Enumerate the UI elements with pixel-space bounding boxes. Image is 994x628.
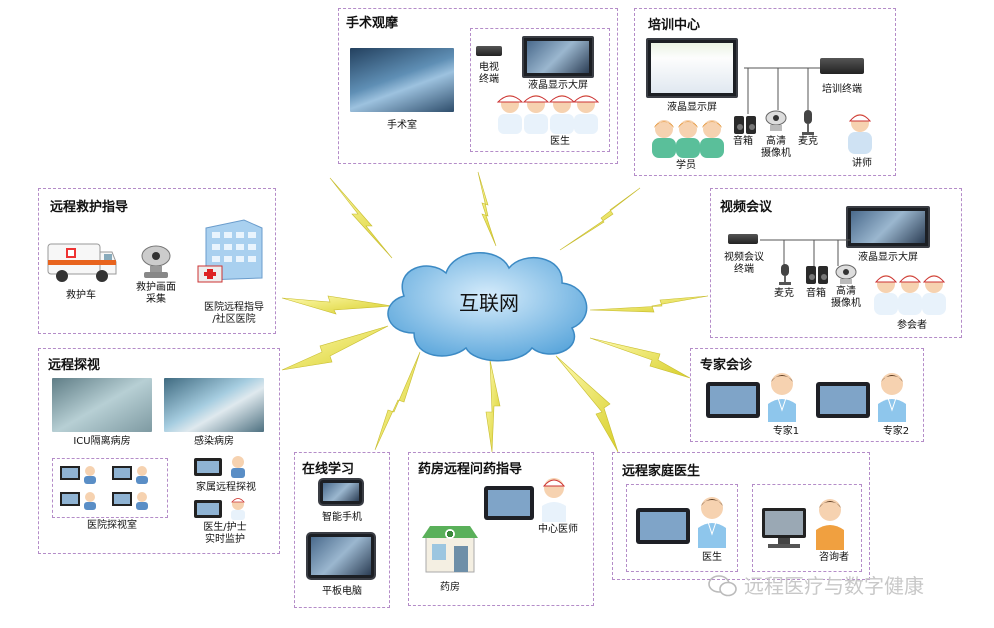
- students-label: 学员: [676, 160, 696, 171]
- video-mic-icon: [779, 264, 791, 285]
- capture-label: 救护画面 采集: [136, 282, 176, 305]
- training-mic-label: 麦克: [798, 136, 818, 147]
- surgery-title: 手术观摩: [346, 16, 399, 31]
- attendees-label: 参会者: [897, 320, 927, 331]
- training-camera-icon: [765, 110, 787, 131]
- tablet-icon: [306, 532, 376, 580]
- infection-ward-photo: [164, 378, 264, 432]
- video-lcd-label: 液晶显示大屏: [858, 252, 918, 263]
- visit-room-box: [52, 458, 168, 518]
- attendees-icon: [874, 275, 946, 315]
- expert1-station-icon: [706, 373, 796, 422]
- visit-room-terminals-icon: [60, 466, 148, 510]
- nurse-monitor-icon: [194, 498, 245, 520]
- ambulance-label: 救护车: [66, 290, 96, 301]
- video-speaker-label: 音箱: [806, 288, 826, 299]
- visit-room-label: 医院探视室: [87, 520, 137, 531]
- family-doctor-station-icon: [636, 497, 726, 548]
- visit-title: 远程探视: [48, 358, 101, 373]
- rescue-title: 远程救护指导: [50, 200, 129, 215]
- central-doctor-station-icon: [484, 478, 566, 522]
- capture-camera-icon: [141, 245, 171, 278]
- lecturer-label: 讲师: [852, 158, 872, 169]
- pharmacy-store-label: 药房: [440, 582, 460, 593]
- wechat-logo-icon: [708, 575, 737, 597]
- family-visit-label: 家属远程探视: [196, 482, 256, 493]
- training-wiring: [744, 67, 840, 114]
- surgery-doctor-label: 医生: [550, 136, 570, 147]
- training-title: 培训中心: [648, 18, 701, 33]
- watermark-text: 远程医疗与数字健康: [744, 574, 924, 598]
- family-consult-box: [752, 484, 862, 572]
- lecturer-icon: [848, 114, 872, 154]
- lcd-big-screen: [522, 36, 594, 78]
- family-doctor-label: 医生: [702, 552, 722, 563]
- video-camera-label: 高清 摄像机: [831, 286, 861, 309]
- smartphone-icon: [318, 478, 364, 506]
- consultant-label: 咨询者: [819, 552, 849, 563]
- pharmacy-store-icon: [422, 526, 478, 573]
- video-speaker-icon-2: [818, 266, 828, 284]
- students-icon: [652, 120, 724, 158]
- video-terminal-device: [728, 234, 758, 244]
- training-speaker-icon: [734, 116, 744, 134]
- hospital-building-icon: [197, 219, 263, 283]
- training-speaker-label: 音箱: [733, 136, 753, 147]
- family-doctor-box: [626, 484, 738, 572]
- infection-ward-label: 感染病房: [194, 436, 234, 447]
- expert-title: 专家会诊: [700, 358, 753, 373]
- ambulance-icon: [47, 243, 117, 282]
- online-title: 在线学习: [302, 462, 355, 477]
- video-mic-label: 麦克: [774, 288, 794, 299]
- central-doctor-label: 中心医师: [538, 524, 578, 535]
- hospital-label: 医院远程指导 /社区医院: [204, 302, 264, 325]
- smartphone-label: 智能手机: [322, 512, 362, 523]
- tv-terminal-label: 电视 终端: [479, 62, 499, 85]
- family-title: 远程家庭医生: [622, 464, 701, 479]
- video-lcd-screen: [846, 206, 930, 248]
- training-speaker-icon-2: [746, 116, 756, 134]
- operating-room-photo: [350, 48, 454, 112]
- expert1-label: 专家1: [772, 426, 800, 437]
- video-terminal-label: 视频会议 终端: [724, 252, 764, 275]
- video-wiring: [760, 239, 850, 266]
- pharmacy-title: 药房远程问药指导: [418, 462, 523, 477]
- expert2-station-icon: [816, 373, 906, 422]
- nurse-monitor-label: 医生/护士 实时监护: [203, 522, 247, 545]
- lcd-big-screen-label: 液晶显示大屏: [528, 80, 588, 91]
- training-camera-label: 高清 摄像机: [761, 136, 791, 159]
- training-mic-icon: [802, 110, 814, 135]
- internet-cloud: [387, 252, 588, 362]
- icu-label: ICU隔离病房: [73, 436, 131, 447]
- icu-photo: [52, 378, 152, 432]
- training-terminal-label: 培训终端: [822, 84, 862, 95]
- training-terminal-device: [820, 58, 864, 74]
- internet-label: 互联网: [459, 291, 519, 315]
- operating-room-label: 手术室: [387, 120, 417, 131]
- video-camera-icon: [835, 264, 857, 284]
- tv-terminal-device: [476, 46, 502, 56]
- training-lcd-label: 液晶显示屏: [667, 102, 717, 113]
- video-speaker-icon: [806, 266, 816, 284]
- video-title: 视频会议: [720, 200, 773, 215]
- consultant-station-icon: [762, 499, 844, 550]
- doctor-group-icon: [496, 95, 600, 134]
- surgery-inner-box: [470, 28, 610, 152]
- expert2-label: 专家2: [882, 426, 910, 437]
- training-lcd-screen: [646, 38, 738, 98]
- tablet-label: 平板电脑: [322, 586, 362, 597]
- family-visit-icon: [194, 456, 245, 478]
